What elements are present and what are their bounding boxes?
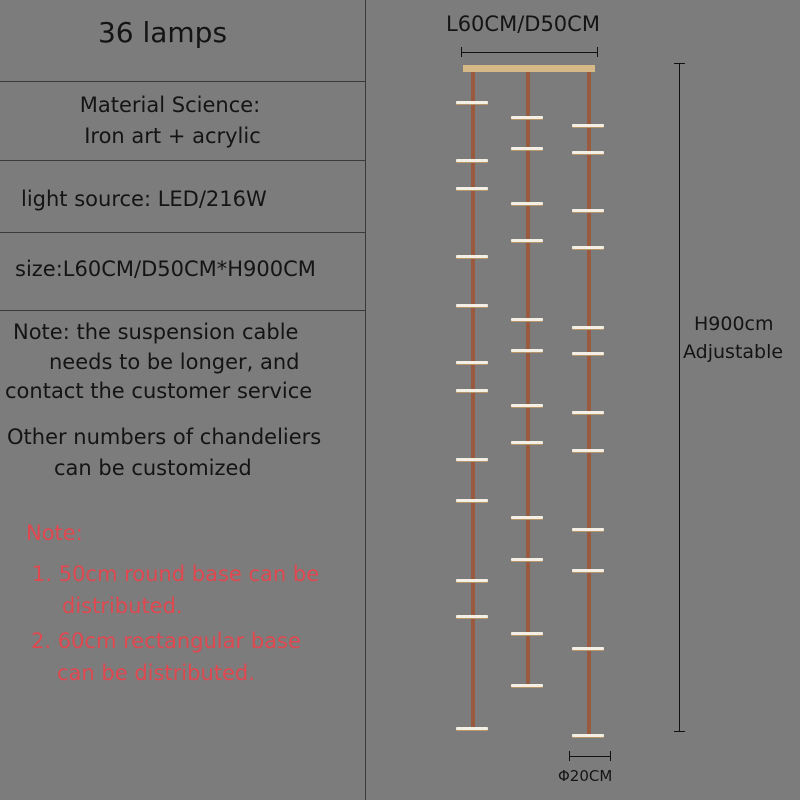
led-disc [572,411,604,414]
width-label: L60CM/D50CM [446,12,600,36]
row-divider [0,81,365,82]
led-disc [572,124,604,127]
led-disc [511,239,543,242]
led-disc [511,441,543,444]
note-line: Note: the suspension cable [13,320,299,344]
led-disc [572,528,604,531]
led-disc [572,352,604,355]
led-disc [511,349,543,352]
led-disc [572,326,604,329]
led-disc [511,632,543,635]
red-note-item: 1. 50cm round base can be [32,562,320,586]
led-disc [572,209,604,212]
panel-divider [365,0,366,800]
pendant-pole-1 [471,72,475,730]
led-disc [456,101,488,104]
dimension-tick [597,47,598,57]
led-disc [456,187,488,190]
size-spec: size:L60CM/D50CM*H900CM [15,257,316,281]
led-disc [572,569,604,572]
lamp-count-title: 36 lamps [97,16,228,49]
led-disc [456,499,488,502]
led-disc [456,389,488,392]
red-note-item: distributed. [62,594,183,618]
led-disc [456,304,488,307]
led-disc [456,458,488,461]
pendant-pole-2 [526,72,530,686]
adjustable-label: Adjustable [683,341,784,363]
ceiling-canopy [463,65,595,72]
row-divider [0,310,365,311]
red-note-heading: Note: [26,521,83,545]
disc-diameter-label: Φ20CM [558,767,613,785]
led-disc [456,159,488,162]
led-disc [456,255,488,258]
custom-line: Other numbers of chandeliers [7,425,322,449]
material-value: Iron art + acrylic [84,124,261,148]
dimension-tick [461,47,462,57]
led-disc [456,727,488,730]
dimension-tick [610,751,611,761]
material-label: Material Science: [79,93,261,117]
led-disc [511,318,543,321]
led-disc [511,404,543,407]
led-disc [456,615,488,618]
height-label: H900cm [694,313,774,335]
disc-dimension-line [569,756,611,757]
width-dimension-line [461,52,598,53]
led-disc [511,202,543,205]
light-source: light source: LED/216W [21,187,267,211]
led-disc [511,558,543,561]
height-dimension-line [679,63,680,732]
led-disc [572,151,604,154]
led-disc [456,361,488,364]
note-line: contact the customer service [5,379,313,403]
dimension-tick [674,63,685,64]
dimension-tick [569,751,570,761]
led-disc [572,246,604,249]
red-note-item: can be distributed. [57,661,255,685]
led-disc [572,647,604,650]
red-note-item: 2. 60cm rectangular base [31,629,301,653]
led-disc [511,684,543,687]
row-divider [0,160,365,161]
led-disc [456,579,488,582]
pendant-pole-3 [587,72,591,736]
led-disc [572,734,604,737]
note-line: needs to be longer, and [49,350,300,374]
led-disc [572,449,604,452]
dimension-tick [674,731,685,732]
led-disc [511,147,543,150]
led-disc [511,116,543,119]
custom-line: can be customized [54,456,252,480]
led-disc [511,516,543,519]
row-divider [0,232,365,233]
